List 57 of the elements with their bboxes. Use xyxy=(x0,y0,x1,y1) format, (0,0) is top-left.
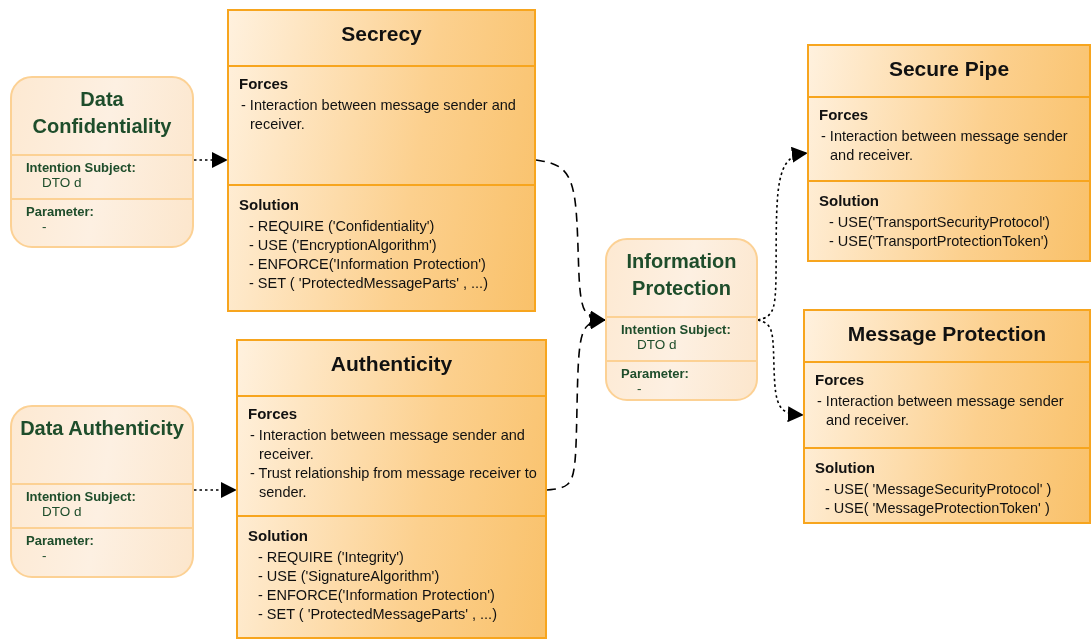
list-item: - REQUIRE ('Integrity') xyxy=(257,548,405,567)
section-heading: Intention Subject: xyxy=(26,160,137,175)
dotted-arrow xyxy=(757,146,808,321)
section-heading: Solution xyxy=(819,192,880,209)
intention-card xyxy=(10,405,194,578)
box-title: Secure Pipe xyxy=(887,57,1011,81)
list-item: - Trust relationship from message receiver to sender. xyxy=(249,464,537,502)
pattern-box xyxy=(807,44,1091,262)
list-item: - ENFORCE('Information Protection') xyxy=(248,255,487,274)
list-item: - USE('TransportProtectionToken') xyxy=(828,232,1050,251)
field-value: - xyxy=(41,548,48,563)
intention-card xyxy=(605,238,758,401)
list-item: - Interaction between message sender and receiver. xyxy=(240,96,517,134)
field-value: DTO d xyxy=(41,175,83,190)
pattern-box xyxy=(227,9,536,312)
list-item: - USE( 'MessageSecurityProtocol' ) xyxy=(824,480,1053,499)
list-item: - ENFORCE('Information Protection') xyxy=(257,586,496,605)
section-heading: Forces xyxy=(248,405,299,422)
field-value: - xyxy=(41,219,48,234)
section-heading: Solution xyxy=(248,527,309,544)
field-value: DTO d xyxy=(41,504,83,519)
dotted-arrow xyxy=(193,152,228,168)
section-heading: Solution xyxy=(815,459,876,476)
dashed-arrow xyxy=(546,313,606,491)
section-heading: Solution xyxy=(239,196,300,213)
section-heading: Forces xyxy=(239,75,290,92)
dotted-arrow xyxy=(757,319,804,423)
section-heading: Forces xyxy=(815,371,866,388)
pattern-box xyxy=(236,339,547,639)
list-item: - REQUIRE ('Confidentiality') xyxy=(248,217,436,236)
box-title: Message Protection xyxy=(846,322,1048,346)
list-item: - USE('TransportSecurityProtocol') xyxy=(828,213,1051,232)
box-title: Authenticity xyxy=(329,352,454,376)
intention-card xyxy=(10,76,194,248)
field-value: - xyxy=(636,381,643,396)
section-heading: Parameter: xyxy=(26,533,95,548)
section-heading: Forces xyxy=(819,106,870,123)
field-value: DTO d xyxy=(636,337,678,352)
list-item: - SET ( 'ProtectedMessageParts' , ...) xyxy=(248,274,489,293)
box-title: Data Authenticity xyxy=(19,416,185,441)
section-heading: Parameter: xyxy=(621,366,690,381)
box-title: Secrecy xyxy=(340,22,423,46)
list-item: - Interaction between message sender and receiver. xyxy=(249,426,526,464)
list-item: - Interaction between message sender and receiver. xyxy=(820,127,1069,165)
dotted-arrow xyxy=(193,482,237,498)
list-item: - USE( 'MessageProtectionToken' ) xyxy=(824,499,1051,518)
list-item: - USE ('EncryptionAlgorithm') xyxy=(248,236,438,255)
pattern-box xyxy=(803,309,1091,524)
section-heading: Parameter: xyxy=(26,204,95,219)
dashed-arrow xyxy=(535,159,606,327)
list-item: - SET ( 'ProtectedMessageParts' , ...) xyxy=(257,605,498,624)
section-heading: Intention Subject: xyxy=(26,489,137,504)
section-heading: Intention Subject: xyxy=(621,322,732,337)
list-item: - USE ('SignatureAlgorithm') xyxy=(257,567,441,586)
box-title: Information Protection xyxy=(625,249,738,301)
list-item: - Interaction between message sender and receiver. xyxy=(816,392,1065,430)
box-title: Data Confidentiality xyxy=(31,87,173,139)
